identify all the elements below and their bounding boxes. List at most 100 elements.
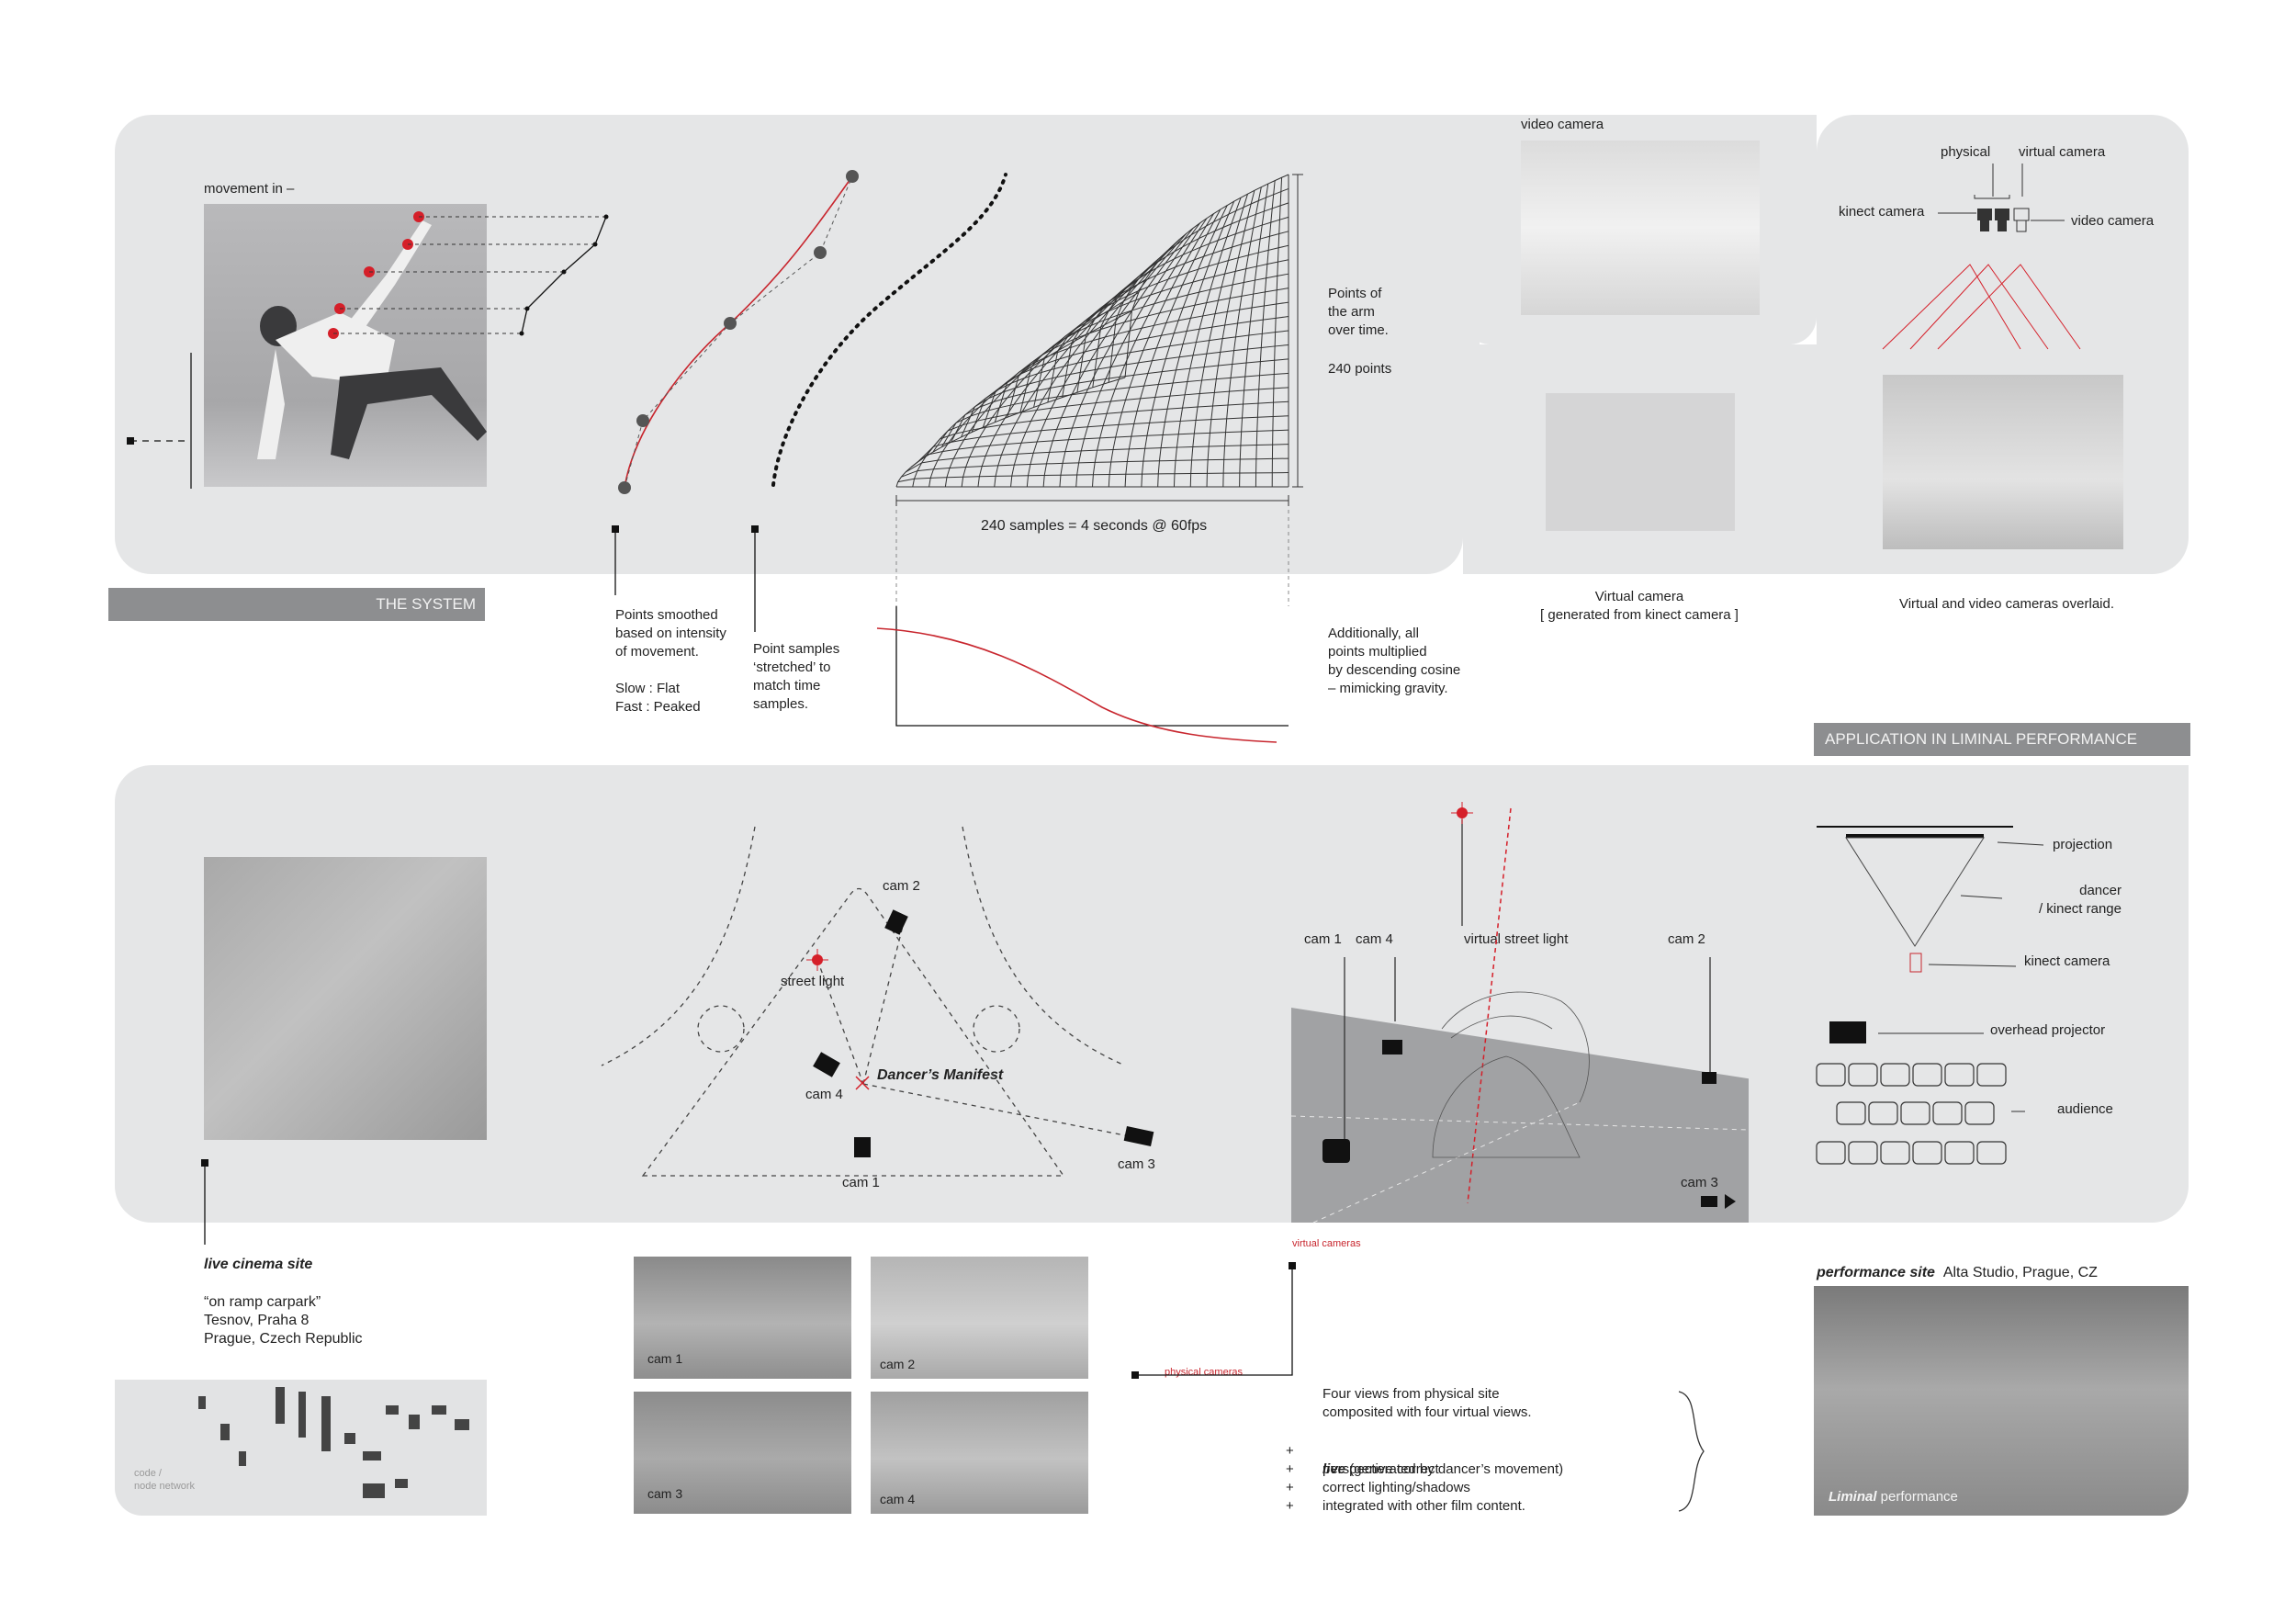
virtual-light-ray [1467,807,1512,1204]
cam3-photo-label: cam 3 [647,1486,683,1501]
projection-label: projection [2053,837,2113,852]
audience-seat [1976,1063,2007,1087]
cosine-axes [895,606,1289,727]
video-camera-photo [1521,141,1760,315]
audience-seat [1932,1101,1963,1125]
scene-cam2-label: cam 2 [1668,931,1705,947]
rig-virtual-label: virtual camera [2019,144,2106,160]
virtual-camera-photo [1546,393,1735,531]
theatre-diagram [1817,826,2044,1112]
plan-camera-icons [813,909,1154,1157]
cam4-photo: cam 4 [871,1392,1088,1514]
liminal-word: Liminal [1829,1489,1877,1505]
system-label-bar: THE SYSTEM [108,588,485,621]
audience-seat [1912,1063,1942,1087]
points-count: 240 points [1328,361,1392,377]
performance-word: performance [1876,1489,1958,1505]
audience-seat [1976,1141,2007,1165]
cam4-photo-label: cam 4 [880,1492,916,1506]
cam1-photo-label: cam 1 [647,1351,683,1366]
warped-grid [895,174,1289,488]
bullet-1: perspective correct [1322,1461,1439,1477]
plan-cam3-label: cam 3 [1118,1156,1155,1172]
smoothed-node [612,525,619,533]
cam1-photo: cam 1 [634,1257,851,1379]
audience-seat [1836,1101,1866,1125]
kinect-camera-label: kinect camera [2024,953,2110,969]
summary-brace [1678,1391,1705,1512]
audience-seat [1848,1141,1878,1165]
dancers-manifest-label: Dancer’s Manifest [877,1067,1004,1083]
node-network [198,1387,469,1498]
audience-seats [1816,1063,2007,1165]
camera-rig [1882,164,2081,350]
live-cinema-site-label: live cinema site [204,1257,313,1272]
rig-kinect-label: kinect camera [1839,204,1925,220]
aerial-site-map [204,857,487,1140]
liminal-caption: Liminal performance [1829,1488,1958,1506]
movement-node [127,437,134,445]
street-light-marker [806,949,828,971]
video-camera-label: video camera [1521,117,1604,132]
cam3-photo: cam 3 [634,1392,851,1514]
cosine-curve [876,627,1277,743]
plan-cam2-label: cam 2 [883,878,920,894]
virtual-cameras-label: virtual cameras [1292,1238,1361,1249]
virtual-camera-caption: Virtual camera [ generated from kinect c… [1540,589,1739,623]
bullet-3: integrated with other film content. [1322,1498,1525,1514]
cam2-photo: cam 2 [871,1257,1088,1379]
audience-label: audience [2057,1101,2113,1117]
overhead-projector-label: overhead projector [1990,1022,2106,1038]
virtual-form [1432,991,1590,1158]
application-label-bar: APPLICATION IN LIMINAL PERFORMANCE [1814,723,2190,756]
rig-video-label: video camera [2071,213,2155,229]
system-label: THE SYSTEM [376,595,476,613]
overlaid-photo [1883,375,2123,549]
gravity-note: Additionally, all points multiplied by d… [1328,626,1461,696]
stretched-node [751,525,759,533]
plan-cam4-label: cam 4 [805,1087,843,1102]
overlaid-caption: Virtual and video cameras overlaid. [1898,596,2115,612]
live-word: live [1322,1461,1346,1477]
scene-cam1-label: cam 1 [1304,931,1342,947]
scene-cam3-label: cam 3 [1681,1175,1718,1190]
site-plan [601,826,1135,1177]
audience-seat [1944,1141,1975,1165]
virtual-light-marker [1451,802,1473,824]
samples-label: 240 samples = 4 seconds @ 60fps [981,518,1208,534]
joint-leaders [333,216,606,334]
scene-cam4-label: cam 4 [1356,931,1393,947]
dancer-x-marker [855,1076,870,1090]
performance-site-rest: Alta Studio, Prague, CZ [1942,1265,2098,1280]
audience-seat [1880,1063,1910,1087]
application-title: APPLICATION IN LIMINAL PERFORMANCE [1825,730,2138,748]
scene-floor-lines [1290,1101,1750,1224]
code-network-label: code / node network [134,1468,196,1492]
scene-camera-icons [1322,1040,1736,1209]
movement-label: movement in – [204,181,295,197]
smoothed-curve [624,175,853,489]
plan-cam1-label: cam 1 [842,1175,880,1190]
audience-seat [1868,1101,1898,1125]
curve-sample-dots [618,170,859,494]
live-line: live (generated by dancer’s movement) [1322,1442,1563,1479]
panel-notch [1463,115,1480,344]
audience-seat [1816,1141,1846,1165]
scene-lines [1344,819,1711,1150]
live-rest: (generated by dancer’s movement) [1345,1461,1564,1477]
audience-seat [1964,1101,1995,1125]
points-of-arm-note: Points of the arm over time. [1328,286,1389,338]
performance-photo: Liminal performance [1814,1286,2189,1516]
stretched-dotted-curve [771,173,1007,487]
dancer-silhouette [257,220,487,459]
street-light-label: street light [781,974,845,989]
audience-seat [1848,1063,1878,1087]
audience-seat [1912,1141,1942,1165]
audience-seat [1880,1141,1910,1165]
audience-seat [1900,1101,1930,1125]
bullet-2: correct lighting/shadows [1322,1480,1470,1495]
audience-seat [1944,1063,1975,1087]
four-views-note: Four views from physical site composited… [1322,1386,1532,1420]
performance-site-line: performance site Alta Studio, Prague, CZ [1817,1246,2098,1282]
